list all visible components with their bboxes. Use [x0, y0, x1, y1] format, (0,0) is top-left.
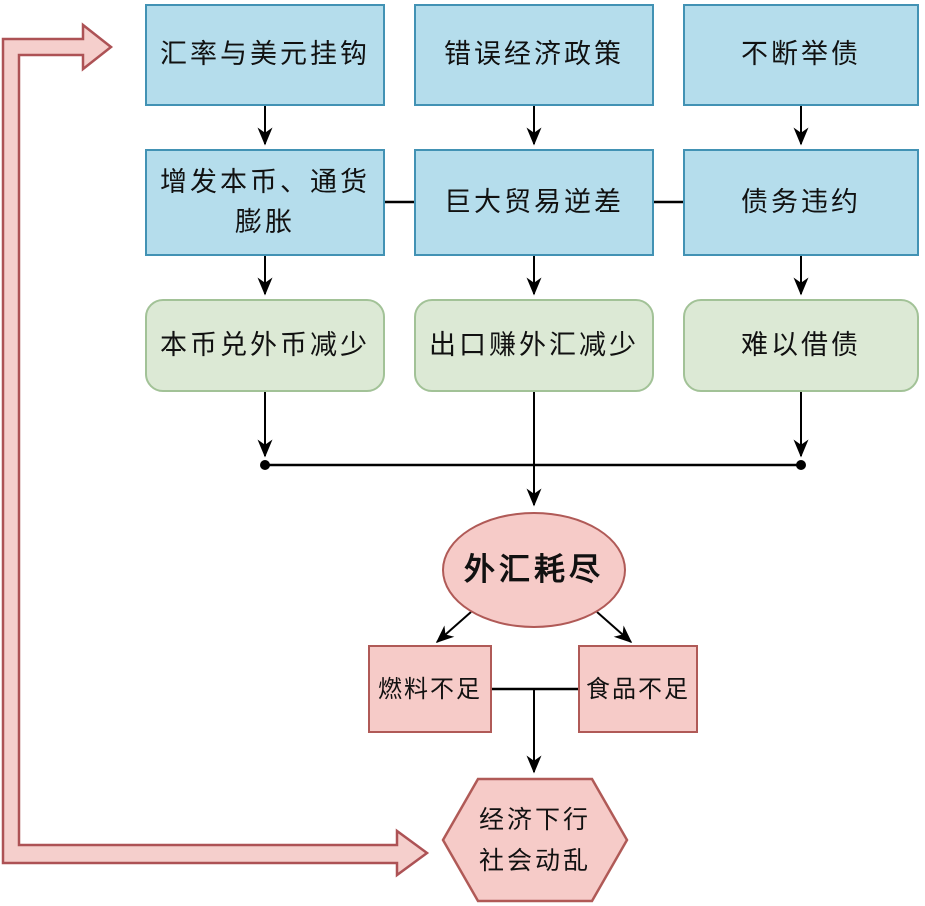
merge-dot	[260, 460, 270, 470]
node-hard-to-borrow: 难以借债	[683, 299, 919, 392]
node-constant-borrowing: 不断举债	[683, 4, 919, 106]
downturn-label-line1: 经济下行	[478, 804, 591, 834]
node-money-printing-inflation: 增发本币、通货膨胀	[145, 149, 385, 256]
feedback-arrow	[1, 22, 430, 878]
diagonal-arrow	[435, 611, 472, 643]
node-exchange-rate-pegged-to-usd: 汇率与美元挂钩	[145, 4, 385, 106]
node-food-shortage: 食品不足	[578, 645, 698, 733]
node-huge-trade-deficit: 巨大贸易逆差	[414, 149, 654, 256]
node-fuel-shortage: 燃料不足	[368, 645, 492, 733]
node-economic-downturn-social-unrest: 经济下行 社会动乱	[455, 782, 615, 898]
merge-dot	[796, 460, 806, 470]
node-currency-conversion-drop: 本币兑外币减少	[145, 299, 385, 392]
hexagon-shape	[441, 777, 629, 903]
node-wrong-economic-policy: 错误经济政策	[414, 4, 654, 106]
downturn-label-line2: 社会动乱	[478, 846, 591, 875]
node-export-forex-drop: 出口赚外汇减少	[414, 299, 654, 392]
diagonal-arrow	[596, 611, 633, 643]
node-forex-depleted: 外汇耗尽	[442, 512, 626, 628]
node-debt-default: 债务违约	[683, 149, 919, 256]
